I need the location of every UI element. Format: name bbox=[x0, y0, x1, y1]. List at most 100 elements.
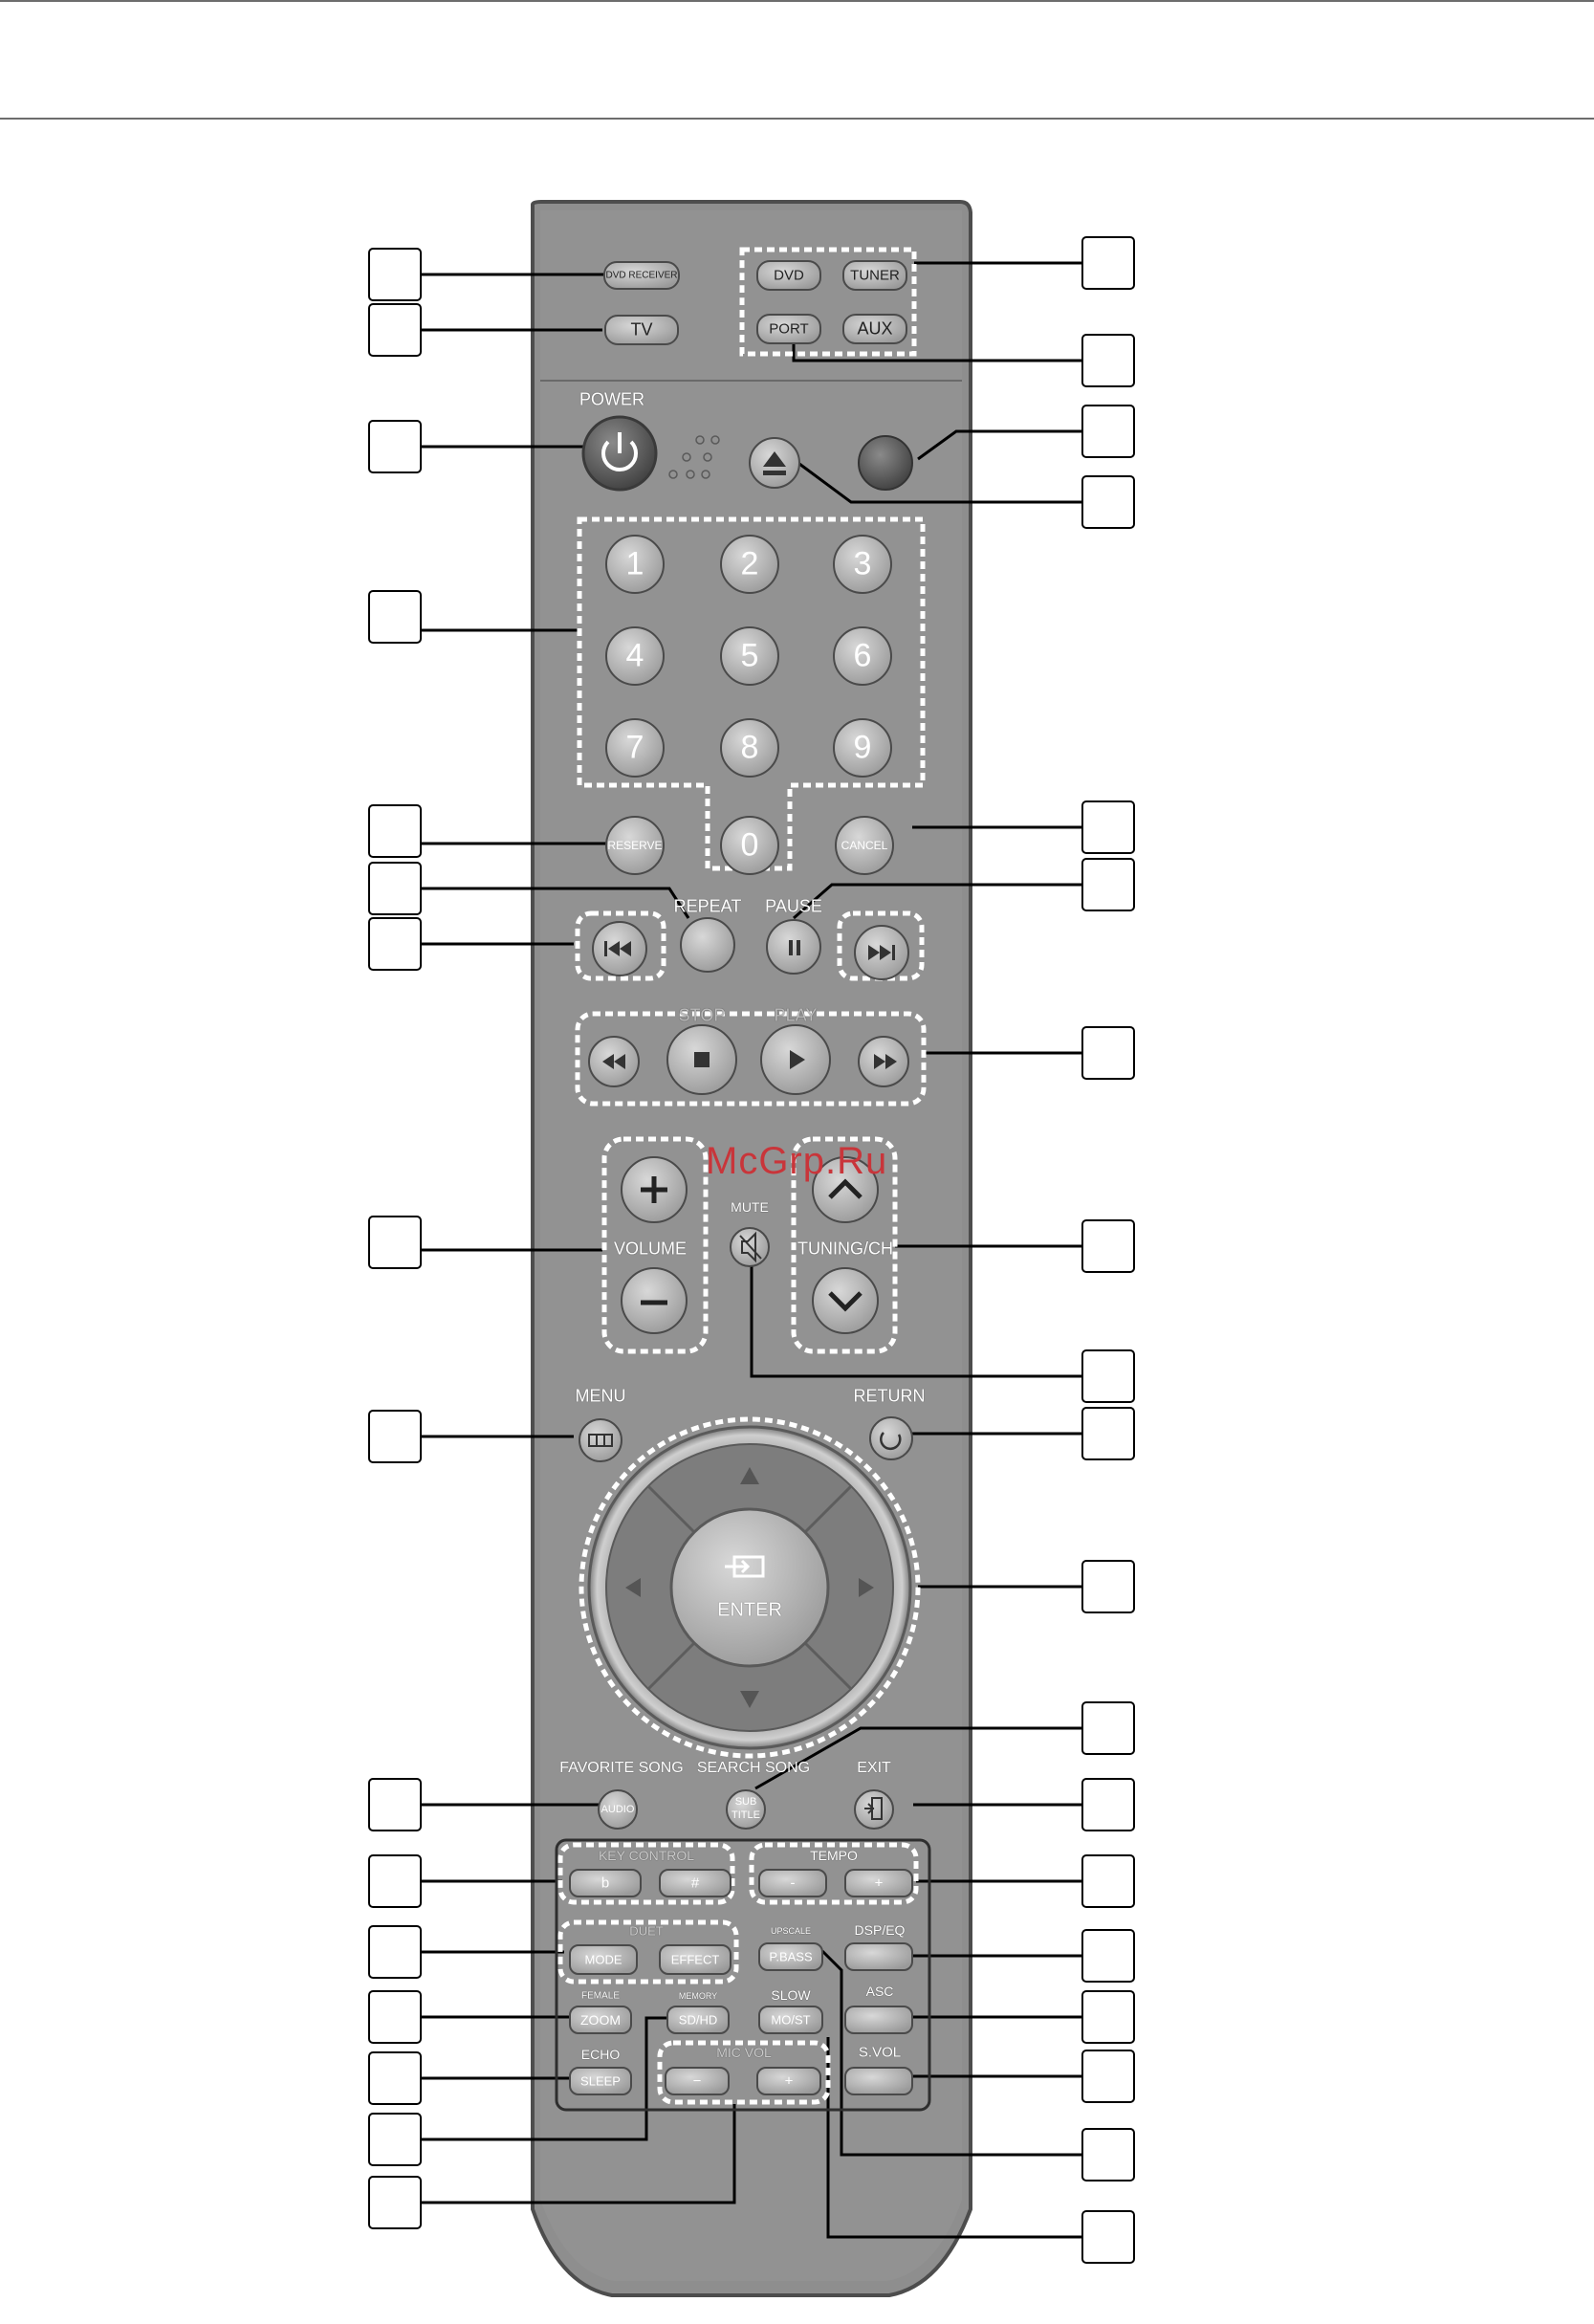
subtitle-button-line2[interactable]: TITLE bbox=[731, 1809, 760, 1821]
audio-button[interactable]: AUDIO bbox=[600, 1804, 635, 1815]
volume-tuning-icons bbox=[641, 1176, 863, 1312]
search-song-label: SEARCH SONG bbox=[696, 1760, 811, 1776]
sd-hd-button[interactable]: SD/HD bbox=[678, 2012, 718, 2028]
nav-right-button[interactable] bbox=[833, 1530, 881, 1645]
tuning-down-button[interactable] bbox=[813, 1268, 878, 1333]
dsp-eq-label: DSP/EQ bbox=[854, 1922, 906, 1938]
skip-forward-button[interactable] bbox=[855, 926, 908, 979]
mic-vol-plus-button[interactable]: + bbox=[784, 2072, 794, 2090]
memory-label: MEMORY bbox=[678, 1991, 718, 2001]
number-button-7[interactable]: 7 bbox=[625, 729, 644, 766]
eject-button[interactable] bbox=[750, 438, 799, 488]
fast-forward-button[interactable] bbox=[859, 1037, 908, 1086]
enter-button-shape bbox=[669, 1507, 830, 1668]
subtitle-button-line1[interactable]: SUB bbox=[734, 1796, 757, 1808]
cancel-button-shape bbox=[835, 816, 894, 875]
tv-button[interactable]: TV bbox=[630, 319, 653, 340]
exit-label: EXIT bbox=[857, 1760, 891, 1776]
pause-button[interactable] bbox=[767, 920, 820, 974]
effect-button[interactable]: EFFECT bbox=[670, 1952, 720, 1967]
volume-up-button[interactable] bbox=[622, 1157, 687, 1222]
asc-label: ASC bbox=[865, 1984, 894, 1999]
slow-label: SLOW bbox=[771, 1987, 811, 2003]
dvd-receiver-button[interactable]: DVD RECEIVER bbox=[605, 270, 678, 281]
mic-vol-label: MIC VOL bbox=[716, 2045, 772, 2060]
p-bass-button[interactable]: P.BASS bbox=[769, 1949, 813, 1964]
mode-buttons bbox=[603, 260, 907, 345]
tuner-button[interactable]: TUNER bbox=[850, 267, 900, 284]
transport-icons bbox=[602, 940, 897, 1069]
tempo-plus-button[interactable]: + bbox=[874, 1875, 884, 1892]
mode-button[interactable]: MODE bbox=[584, 1952, 622, 1967]
return-label: RETURN bbox=[853, 1386, 926, 1406]
menu-button[interactable] bbox=[579, 1419, 622, 1461]
power-button[interactable] bbox=[583, 417, 656, 490]
volume-down-button[interactable] bbox=[622, 1268, 687, 1333]
cancel-button[interactable]: CANCEL bbox=[841, 839, 888, 852]
port-button[interactable]: PORT bbox=[769, 320, 809, 338]
nav-down-button[interactable] bbox=[692, 1671, 807, 1719]
power-label: POWER bbox=[579, 389, 645, 409]
zoom-button[interactable]: ZOOM bbox=[580, 2012, 621, 2028]
s-vol-button[interactable] bbox=[845, 2068, 912, 2094]
female-label: FEMALE bbox=[580, 1990, 621, 2002]
stop-label: STOP bbox=[678, 1005, 726, 1025]
number-button-4[interactable]: 4 bbox=[625, 637, 644, 674]
return-icon bbox=[880, 1432, 902, 1451]
number-button-1[interactable]: 1 bbox=[625, 545, 644, 582]
mute-icon bbox=[739, 1231, 762, 1263]
number-button-5[interactable]: 5 bbox=[740, 637, 759, 674]
dvd-button[interactable]: DVD bbox=[774, 267, 804, 284]
play-button[interactable] bbox=[761, 1025, 830, 1094]
mic-vol-minus-button[interactable]: − bbox=[692, 2072, 702, 2090]
key-sharp-button[interactable]: # bbox=[690, 1875, 700, 1892]
sleep-button[interactable]: SLEEP bbox=[580, 2073, 621, 2089]
repeat-label: REPEAT bbox=[673, 896, 742, 916]
callout-boxes-right bbox=[1081, 236, 1135, 2264]
number-button-0[interactable]: 0 bbox=[740, 826, 759, 864]
rewind-button[interactable] bbox=[589, 1037, 639, 1086]
lower-rect-buttons bbox=[569, 1869, 913, 2095]
aux-button[interactable]: AUX bbox=[857, 318, 893, 339]
menu-button-shape bbox=[579, 1418, 622, 1462]
number-button-8[interactable]: 8 bbox=[740, 729, 759, 766]
menu-icon bbox=[588, 1434, 613, 1447]
callout-boxes-left bbox=[368, 248, 422, 2229]
enter-icon bbox=[725, 1555, 765, 1578]
repeat-button[interactable] bbox=[681, 918, 734, 972]
stop-button[interactable] bbox=[667, 1025, 736, 1094]
enter-button[interactable]: ENTER bbox=[717, 1599, 782, 1621]
nav-up-button[interactable] bbox=[692, 1457, 807, 1504]
key-control-label: KEY CONTROL bbox=[598, 1848, 695, 1863]
second-rule bbox=[0, 118, 1594, 120]
asc-button[interactable] bbox=[845, 2006, 912, 2033]
number-button-9[interactable]: 9 bbox=[853, 729, 872, 766]
echo-label: ECHO bbox=[580, 2047, 621, 2062]
tuning-label: TUNING/CH bbox=[797, 1239, 893, 1259]
key-flat-button[interactable]: b bbox=[600, 1875, 610, 1892]
mo-st-button[interactable]: MO/ST bbox=[771, 2012, 811, 2028]
return-button[interactable] bbox=[870, 1417, 912, 1459]
upscale-label: UPSCALE bbox=[770, 1926, 812, 1936]
volume-label: VOLUME bbox=[613, 1239, 688, 1259]
skip-back-button[interactable] bbox=[593, 922, 646, 976]
number-button-6[interactable]: 6 bbox=[853, 637, 872, 674]
top-rule bbox=[0, 0, 1594, 2]
mute-button[interactable] bbox=[731, 1228, 769, 1266]
menu-label: MENU bbox=[575, 1386, 626, 1406]
tuning-up-button[interactable] bbox=[813, 1157, 878, 1222]
nav-left-button[interactable] bbox=[619, 1530, 666, 1645]
favorite-song-label: FAVORITE SONG bbox=[559, 1760, 684, 1776]
dsp-eq-button[interactable] bbox=[845, 1943, 912, 1970]
sensor-dots bbox=[668, 435, 720, 479]
return-button-shape bbox=[869, 1416, 913, 1460]
number-button-3[interactable]: 3 bbox=[853, 545, 872, 582]
reserve-button[interactable]: RESERVE bbox=[607, 839, 663, 852]
number-button-2[interactable]: 2 bbox=[740, 545, 759, 582]
pause-label: PAUSE bbox=[765, 896, 822, 916]
exit-button[interactable] bbox=[855, 1790, 893, 1829]
power-icon bbox=[601, 432, 638, 472]
exit-icon bbox=[864, 1797, 883, 1820]
tempo-minus-button[interactable]: - bbox=[790, 1875, 796, 1892]
